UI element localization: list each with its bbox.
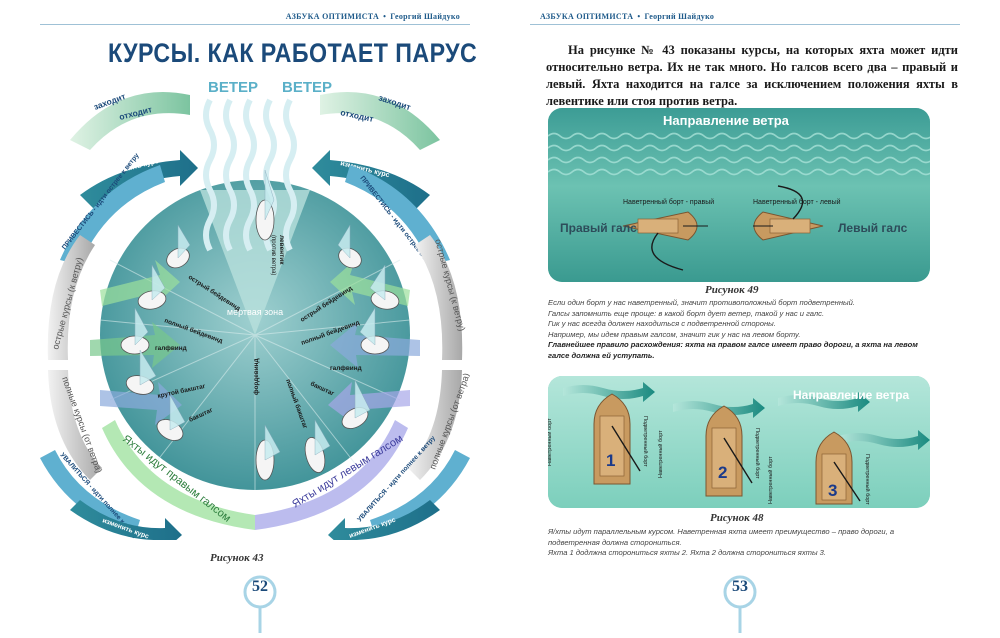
yacht-2: 2 bbox=[705, 405, 753, 497]
notes-figure-48: Я/хты идут параллельным курсом. Наветрен… bbox=[548, 527, 940, 559]
note-line: Если один борт у нас наветренный, значит… bbox=[548, 298, 855, 307]
luff-left-text: ПРИВЕСТИСЬ - идти острее к ветру bbox=[61, 152, 141, 251]
beam-right: галфвинд bbox=[330, 365, 362, 372]
sail-rays bbox=[99, 259, 411, 490]
points-of-sail-diagram: ВЕТЕР ВЕТЕР заходит отходит заходит отхо… bbox=[40, 79, 470, 540]
wind-ripples bbox=[548, 132, 930, 176]
starboard-tack-arc bbox=[102, 420, 255, 530]
note-line: Например, мы идем правым галсом, значит … bbox=[548, 329, 801, 339]
book-title: АЗБУКА ОПТИМИСТА bbox=[540, 12, 634, 21]
wind-arrows bbox=[563, 382, 930, 450]
leventik-sub-text: (против ветра) bbox=[270, 235, 276, 275]
leeward-label-3: Подветренный борт bbox=[864, 454, 871, 505]
yacht-2-number: 2 bbox=[718, 463, 727, 482]
notes-figure-49: Если один борт у нас наветренный, значит… bbox=[548, 298, 940, 361]
figure-48: Направление ветра 1 Наветренный борт Под… bbox=[548, 376, 930, 508]
book-title: АЗБУКА ОПТИМИСТА bbox=[285, 12, 380, 21]
main-rule: Главнейшее правило расхождения: яхта на … bbox=[548, 340, 918, 360]
change-course-bl-arrow bbox=[70, 500, 182, 540]
author: Георгий Шайдуко bbox=[644, 12, 715, 21]
close-left-arc bbox=[47, 235, 95, 360]
free-right-arc bbox=[408, 370, 462, 480]
top-left-arc bbox=[70, 92, 190, 150]
page-number-left: 52 bbox=[230, 570, 290, 633]
starboard-tack-label: Правый галс bbox=[560, 221, 637, 235]
header-rule bbox=[530, 24, 960, 25]
note-line: Гик у нас всегда должен находиться с под… bbox=[548, 319, 776, 328]
page-number-value: 53 bbox=[732, 578, 748, 595]
page-number-value: 52 bbox=[252, 578, 268, 595]
port-tack-label: Левый галс bbox=[838, 221, 908, 235]
windward-left-label: Наветренный борт - левый bbox=[753, 198, 841, 206]
wind-direction-label: Направление ветра bbox=[663, 113, 790, 128]
leventik-text: левентик bbox=[278, 235, 285, 265]
yacht-1: 1 bbox=[593, 393, 641, 485]
free-left-arc bbox=[48, 370, 102, 480]
figure-caption-48: Рисунок 48 bbox=[710, 512, 764, 524]
separator: • bbox=[383, 12, 387, 21]
intro-paragraph: На рисунке № 43 показаны курсы, на котор… bbox=[546, 43, 958, 108]
beam-left: галфвинд bbox=[155, 345, 187, 352]
separator: • bbox=[637, 12, 641, 21]
author: Георгий Шайдуко bbox=[390, 12, 460, 21]
port-tack-arc bbox=[255, 420, 408, 530]
close-right-arc bbox=[415, 235, 463, 360]
running-head-right: АЗБУКА ОПТИМИСТА•Георгий Шайдуко bbox=[540, 12, 714, 21]
page-number-ornament bbox=[723, 575, 757, 633]
wind-label-2: ВЕТЕР bbox=[282, 79, 332, 96]
figure-48-drawing: Направление ветра 1 Наветренный борт Под… bbox=[548, 376, 930, 508]
chapter-title: КУРСЫ. КАК РАБОТАЕТ ПАРУС bbox=[108, 38, 478, 68]
windward-right-label: Наветренный борт - правый bbox=[623, 198, 714, 206]
boat-sails bbox=[134, 169, 386, 461]
note-line: Галсы запомнить еще проще: в какой борт … bbox=[548, 308, 825, 318]
page-number-ornament bbox=[243, 575, 277, 633]
right-page: АЗБУКА ОПТИМИСТА•Георгий Шайдуко На рису… bbox=[500, 0, 1000, 633]
wind-label-1: ВЕТЕР bbox=[208, 79, 258, 96]
wind-direction-label: Направление ветра bbox=[793, 388, 910, 402]
bear-right-arrow bbox=[370, 450, 470, 536]
figure-49-drawing: Направление ветра Наветренный борт - пра… bbox=[548, 108, 930, 282]
run-text: фордевинд bbox=[253, 358, 260, 395]
page-number-right: 53 bbox=[710, 570, 770, 633]
leeward-label-2: Подветренный борт bbox=[754, 428, 761, 479]
note-line: Я/хты идут параллельным курсом. Наветрен… bbox=[548, 527, 895, 547]
windward-label-1: Наветренный борт bbox=[548, 418, 553, 466]
change-course-br-arrow bbox=[328, 500, 440, 540]
yacht-3: 3 bbox=[815, 431, 861, 505]
left-page: АЗБУКА ОПТИМИСТА•Георгий Шайдуко КУРСЫ. … bbox=[0, 0, 500, 633]
yacht-3-number: 3 bbox=[828, 481, 837, 500]
note-line: Яхта 1 додлжна сторониться яхты 2. Яхта … bbox=[548, 548, 826, 557]
running-head-left: АЗБУКА ОПТИМИСТА•Георгий Шайдуко bbox=[286, 12, 460, 21]
bear-left-arrow bbox=[40, 450, 140, 536]
yacht-1-number: 1 bbox=[606, 451, 615, 470]
boat-port-tack bbox=[753, 185, 824, 241]
figure-caption-43: Рисунок 43 bbox=[210, 552, 264, 564]
windward-label-3: Наветренный борт bbox=[767, 456, 774, 504]
top-right-arc bbox=[320, 92, 440, 150]
dead-zone-text: мертвая зона bbox=[227, 307, 283, 317]
figure-49: Направление ветра Наветренный борт - пра… bbox=[548, 108, 930, 282]
boat-starboard-tack bbox=[622, 211, 708, 271]
leeward-label-1: Подветренный борт bbox=[642, 416, 649, 467]
figure-caption-49: Рисунок 49 bbox=[705, 284, 759, 296]
header-rule bbox=[40, 24, 470, 25]
windward-label-2: Наветренный борт bbox=[657, 430, 664, 478]
